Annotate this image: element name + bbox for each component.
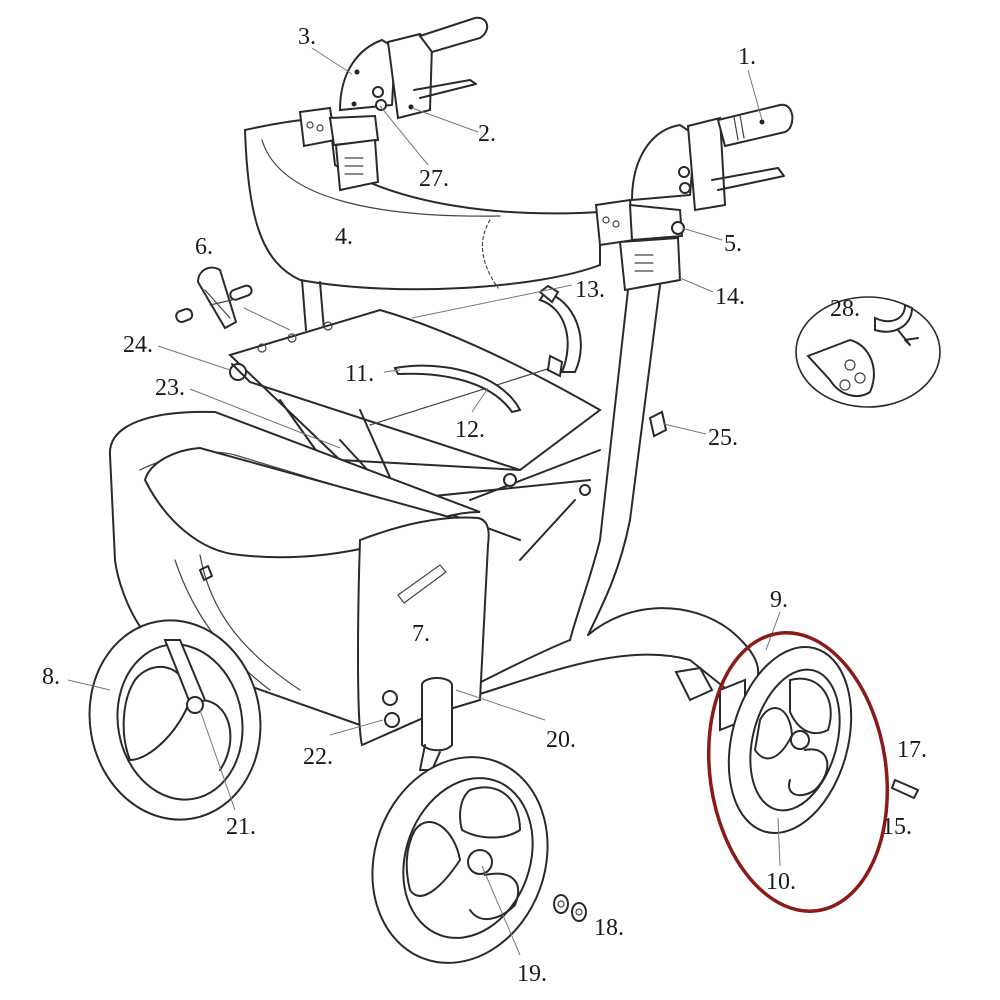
part-label-9: 9. (770, 587, 788, 613)
right-frame-tube (439, 284, 760, 701)
part-label-24: 24. (123, 332, 153, 358)
part-label-14: 14. (715, 284, 745, 310)
caster-post (419, 677, 453, 771)
backrest-strap (243, 118, 601, 291)
seat-panel (228, 308, 602, 472)
left-frame-tube (301, 279, 325, 331)
part-label-2: 2. (478, 121, 496, 147)
seat-clip (538, 284, 582, 378)
part-label-12: 12. (455, 417, 485, 443)
part-label-11: 11. (345, 361, 375, 387)
highlight-circle (706, 631, 890, 913)
left-handle-assembly (298, 16, 489, 192)
right-handle-assembly (594, 103, 794, 292)
front-wheel (371, 756, 587, 964)
rear-wheel-right (674, 646, 920, 834)
part-label-25: 25. (708, 425, 738, 451)
part-6-bracket (175, 266, 253, 330)
part-label-3: 3. (298, 24, 316, 50)
inset-part-28 (795, 296, 941, 408)
part-label-18: 18. (594, 915, 624, 941)
part-label-10: 10. (766, 869, 796, 895)
part-label-27: 27. (419, 166, 449, 192)
part-label-1: 1. (738, 44, 756, 70)
rear-wheel-left (88, 619, 262, 821)
part-label-23: 23. (155, 375, 185, 401)
part-label-22: 22. (303, 744, 333, 770)
part-label-8: 8. (42, 664, 60, 690)
leader-lines (67, 47, 781, 956)
part-label-17: 17. (897, 737, 927, 763)
part-label-20: 20. (546, 727, 576, 753)
part-label-28: 28. (830, 296, 860, 322)
part-label-19: 19. (517, 961, 547, 987)
seat-strap (393, 364, 522, 414)
part-label-6: 6. (195, 234, 213, 260)
part-label-15: 15. (882, 814, 912, 840)
part-label-21: 21. (226, 814, 256, 840)
part-label-5: 5. (724, 231, 742, 257)
part-label-4: 4. (335, 224, 353, 250)
part-label-13: 13. (575, 277, 605, 303)
part-label-7: 7. (412, 621, 430, 647)
